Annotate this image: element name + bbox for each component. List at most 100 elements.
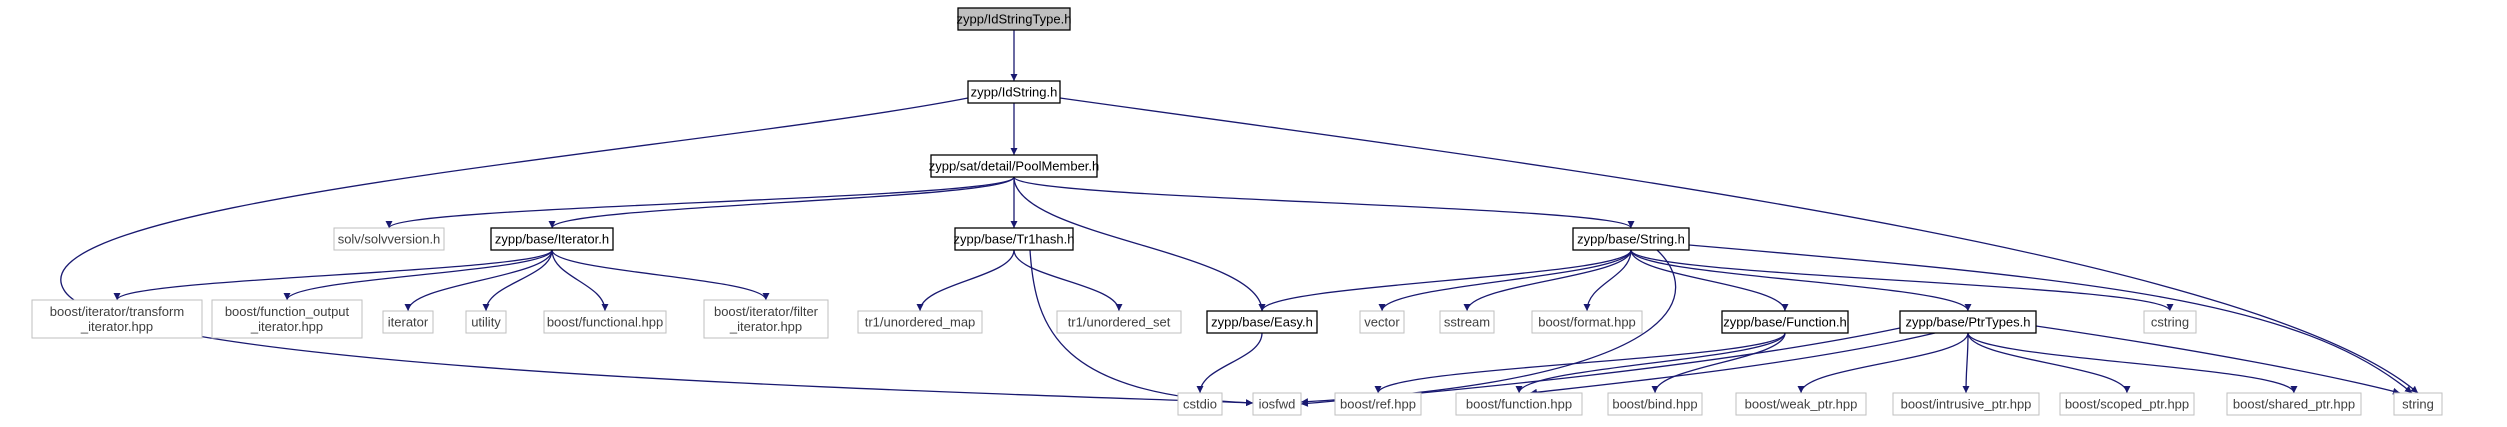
node-box xyxy=(211,299,363,339)
node-poolmember[interactable]: zypp/sat/detail/PoolMember.h xyxy=(929,154,1100,178)
edge-poolmember-to-string_h xyxy=(1013,176,1635,229)
node-intrusive-ptr: boost/intrusive_ptr.hpp xyxy=(1892,392,2040,416)
node-label: _iterator.hpp xyxy=(80,319,153,334)
node-string: string xyxy=(2393,392,2443,416)
node-cstring: cstring xyxy=(2143,310,2197,334)
node-idstringtype[interactable]: zypp/IdStringType.h xyxy=(957,7,1072,31)
node-box xyxy=(490,227,614,251)
node-string-h[interactable]: zypp/base/String.h xyxy=(1572,227,1690,251)
nodes-layer: zypp/IdStringType.h zypp/IdString.h zypp/s… xyxy=(31,7,2443,416)
node-label: _iterator.hpp xyxy=(729,319,802,334)
node-box xyxy=(954,227,1074,251)
node-box xyxy=(930,154,1098,178)
node-label: zypp/base/Tr1hash.h xyxy=(954,232,1075,247)
edge-string_h-to-iosfwd xyxy=(1300,249,1677,406)
node-box xyxy=(2393,392,2443,416)
node-label: boost/iterator/transform xyxy=(50,304,184,319)
node-label: zypp/base/Iterator.h xyxy=(495,232,609,247)
edge-tr1hash-to-unordered_set xyxy=(1013,249,1123,312)
node-box xyxy=(1056,310,1182,334)
edge-poolmember-to-easy xyxy=(1013,176,1266,312)
node-format: boost/format.hpp xyxy=(1531,310,1643,334)
edge-tr1hash-to-unordered_map xyxy=(916,249,1015,312)
node-label: tr1/unordered_map xyxy=(865,315,976,330)
node-box xyxy=(382,310,434,334)
node-label: boost/functional.hpp xyxy=(547,315,663,330)
node-box xyxy=(2143,310,2197,334)
node-label: sstream xyxy=(1444,315,1490,330)
node-solvversion: solv/solvversion.h xyxy=(333,227,445,251)
node-box xyxy=(2226,392,2362,416)
node-label: boost/intrusive_ptr.hpp xyxy=(1901,397,2032,412)
node-label: boost/weak_ptr.hpp xyxy=(1745,397,1858,412)
node-sstream: sstream xyxy=(1439,310,1495,334)
edge-ptrtypes-to-weak_ptr xyxy=(1797,332,1969,394)
node-label: _iterator.hpp xyxy=(250,319,323,334)
node-label: zypp/base/Function.h xyxy=(1723,315,1847,330)
node-cstdio: cstdio xyxy=(1177,392,1223,416)
node-filter-iter: boost/iterator/filter_iterator.hpp xyxy=(703,299,829,339)
node-label: boost/ref.hpp xyxy=(1340,397,1416,412)
node-idstring[interactable]: zypp/IdString.h xyxy=(967,80,1061,104)
node-box xyxy=(1572,227,1690,251)
edge-poolmember-to-iterator_h xyxy=(548,176,1015,229)
node-iterator-h[interactable]: zypp/base/Iterator.h xyxy=(490,227,614,251)
node-label: zypp/base/String.h xyxy=(1577,232,1685,247)
edge-ptrtypes-to-function_hpp xyxy=(1529,332,1936,396)
node-box xyxy=(1252,392,1302,416)
node-box xyxy=(1334,392,1422,416)
edge-iterator_h-to-transform_iter xyxy=(113,249,553,301)
edge-string_h-to-cstring xyxy=(1630,249,2174,312)
node-shared-ptr: boost/shared_ptr.hpp xyxy=(2226,392,2362,416)
node-vector: vector xyxy=(1359,310,1405,334)
node-box xyxy=(1177,392,1223,416)
node-box xyxy=(957,7,1071,31)
node-box xyxy=(1206,310,1318,334)
edge-function_h-to-function_hpp xyxy=(1515,332,1786,394)
node-ptrtypes[interactable]: zypp/base/PtrTypes.h xyxy=(1899,310,2037,334)
edge-idstring-to-iosfwd xyxy=(60,97,1254,407)
node-label: utility xyxy=(471,315,501,330)
edge-string_h-to-string xyxy=(1688,244,2413,394)
node-box xyxy=(703,299,829,339)
node-box xyxy=(465,310,507,334)
node-unordered-map: tr1/unordered_map xyxy=(857,310,983,334)
node-box xyxy=(1892,392,2040,416)
node-scoped-ptr: boost/scoped_ptr.hpp xyxy=(2059,392,2195,416)
node-easy[interactable]: zypp/base/Easy.h xyxy=(1206,310,1318,334)
node-box xyxy=(1899,310,2037,334)
node-label: zypp/base/PtrTypes.h xyxy=(1905,315,2030,330)
node-label: zypp/IdStringType.h xyxy=(957,12,1072,27)
node-label: iterator xyxy=(388,315,429,330)
node-function-h[interactable]: zypp/base/Function.h xyxy=(1721,310,1849,334)
node-box xyxy=(1531,310,1643,334)
node-label: zypp/base/Easy.h xyxy=(1211,315,1313,330)
node-box xyxy=(1721,310,1849,334)
edge-poolmember-to-solvversion xyxy=(385,176,1015,229)
node-iterator: iterator xyxy=(382,310,434,334)
edge-easy-to-cstdio xyxy=(1196,332,1263,394)
node-box xyxy=(333,227,445,251)
node-box xyxy=(1439,310,1495,334)
edge-string_h-to-sstream xyxy=(1463,249,1632,312)
edge-ptrtypes-to-scoped_ptr xyxy=(1967,332,2131,394)
node-label: tr1/unordered_set xyxy=(1068,315,1171,330)
edge-iterator_h-to-functional xyxy=(551,249,609,312)
node-box xyxy=(857,310,983,334)
node-label: cstdio xyxy=(1183,397,1217,412)
node-label: boost/function_output xyxy=(225,304,350,319)
node-label: zypp/sat/detail/PoolMember.h xyxy=(929,159,1100,174)
node-box xyxy=(31,299,203,339)
node-label: boost/iterator/filter xyxy=(714,304,819,319)
node-box xyxy=(967,80,1061,104)
node-label: cstring xyxy=(2151,315,2189,330)
node-tr1hash[interactable]: zypp/base/Tr1hash.h xyxy=(954,227,1075,251)
node-function-output-iter: boost/function_output_iterator.hpp xyxy=(211,299,363,339)
node-label: boost/function.hpp xyxy=(1466,397,1572,412)
edges-layer xyxy=(60,29,2419,407)
node-label: boost/bind.hpp xyxy=(1612,397,1697,412)
node-weak-ptr: boost/weak_ptr.hpp xyxy=(1735,392,1867,416)
node-function-hpp: boost/function.hpp xyxy=(1455,392,1583,416)
node-box xyxy=(1359,310,1405,334)
